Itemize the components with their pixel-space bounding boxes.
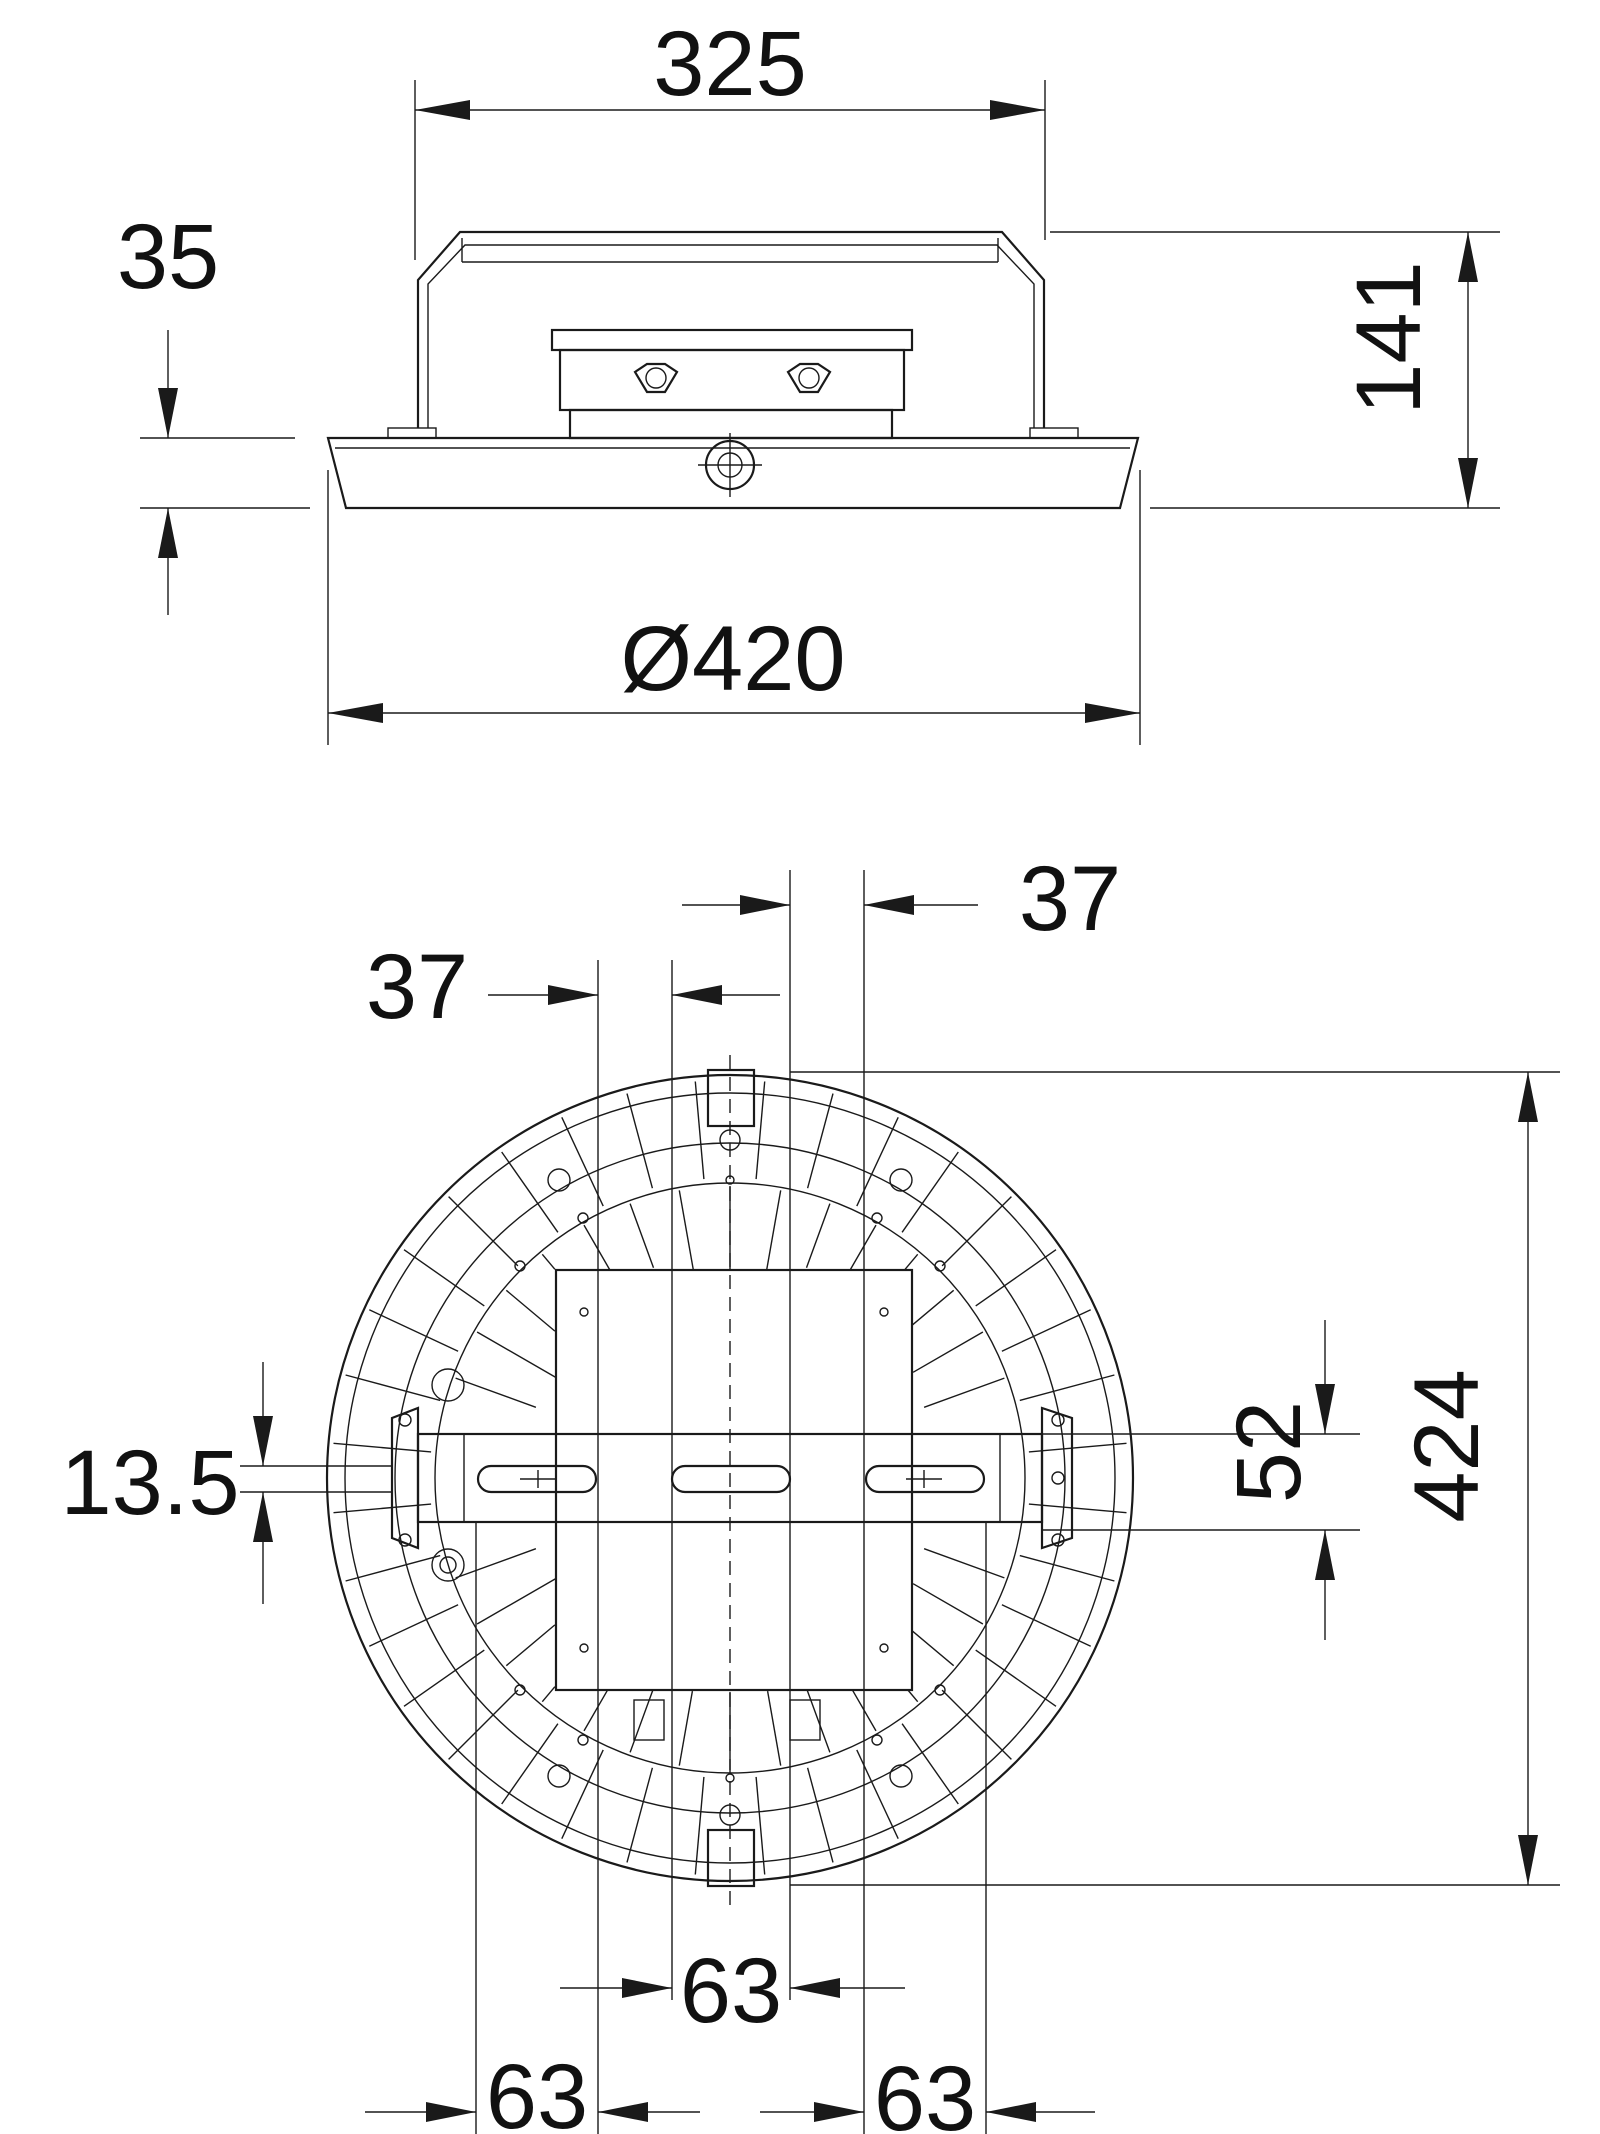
fin <box>403 1249 485 1307</box>
inner-fin <box>912 1583 984 1625</box>
inner-fin <box>541 1686 556 1703</box>
fin <box>755 1776 766 1875</box>
bottom-view: 37 37 424 52 13.5 63 <box>60 848 1560 2134</box>
fin <box>333 1503 432 1514</box>
fin <box>975 1649 1057 1707</box>
inner-fin <box>907 1690 919 1703</box>
dim-bracket-height: 52 <box>1218 1401 1320 1503</box>
inner-fin <box>541 1253 556 1270</box>
inner-fin <box>912 1331 984 1373</box>
dim-total-height: 424 <box>1396 1369 1498 1523</box>
fin <box>626 1093 654 1189</box>
inner-fin <box>766 1190 782 1270</box>
inner-fin <box>505 1289 556 1332</box>
fin <box>1028 1503 1127 1514</box>
inner-fin <box>583 1224 611 1270</box>
inner-fin <box>678 1190 694 1270</box>
fin <box>901 1723 959 1805</box>
fin <box>626 1767 654 1863</box>
inner-fin <box>678 1690 694 1766</box>
fin <box>806 1767 834 1863</box>
inner-fin <box>805 1203 831 1269</box>
inner-fin <box>806 1690 831 1753</box>
inner-fin <box>455 1548 537 1579</box>
dim-left-spacing: 63 <box>486 2046 588 2134</box>
side-view: 325 35 <box>117 13 1500 745</box>
dim-center-spacing: 63 <box>680 1940 782 2042</box>
inner-fin <box>629 1203 655 1269</box>
fin <box>369 1309 459 1352</box>
dim-height-left: 35 <box>117 206 219 308</box>
inner-fin <box>923 1377 1005 1408</box>
fin <box>345 1374 441 1402</box>
dim-slot-top-right: 37 <box>1019 848 1121 950</box>
fin <box>1001 1604 1091 1647</box>
dim-height-right: 141 <box>1338 261 1440 415</box>
fin <box>501 1151 559 1233</box>
fin <box>941 1196 1012 1267</box>
fin <box>1019 1554 1115 1582</box>
fin <box>369 1604 459 1647</box>
fin <box>561 1117 604 1207</box>
dim-diameter: Ø420 <box>620 608 845 710</box>
fin <box>345 1554 441 1582</box>
fin <box>561 1749 604 1839</box>
dim-width-top: 325 <box>653 13 807 115</box>
fin <box>501 1723 559 1805</box>
fin <box>941 1689 1012 1760</box>
fin <box>448 1689 519 1760</box>
fin <box>755 1081 766 1180</box>
inner-fin <box>912 1630 955 1667</box>
inner-fin <box>476 1578 556 1625</box>
fin <box>806 1093 834 1189</box>
inner-fin <box>766 1690 782 1766</box>
fin <box>901 1151 959 1233</box>
fin <box>856 1749 899 1839</box>
dim-slot-height: 13.5 <box>60 1432 239 1534</box>
fin <box>694 1776 705 1875</box>
inner-fin <box>476 1331 556 1378</box>
inner-fin <box>455 1377 537 1408</box>
inner-fin <box>904 1253 919 1270</box>
inner-fin <box>505 1624 556 1667</box>
fin <box>1028 1442 1127 1453</box>
dim-right-spacing: 63 <box>874 2048 976 2134</box>
inner-fin <box>629 1690 654 1753</box>
inner-fin <box>583 1690 608 1732</box>
fin <box>856 1117 899 1207</box>
fin <box>1001 1309 1091 1352</box>
inner-fin <box>912 1289 955 1326</box>
inner-fin <box>923 1548 1005 1579</box>
fin <box>333 1442 432 1453</box>
fin <box>975 1249 1057 1307</box>
fin <box>1019 1374 1115 1402</box>
fin <box>694 1081 705 1180</box>
fin <box>403 1649 485 1707</box>
fin <box>448 1196 519 1267</box>
inner-fin <box>849 1224 877 1270</box>
dim-slot-top-left: 37 <box>366 936 468 1038</box>
